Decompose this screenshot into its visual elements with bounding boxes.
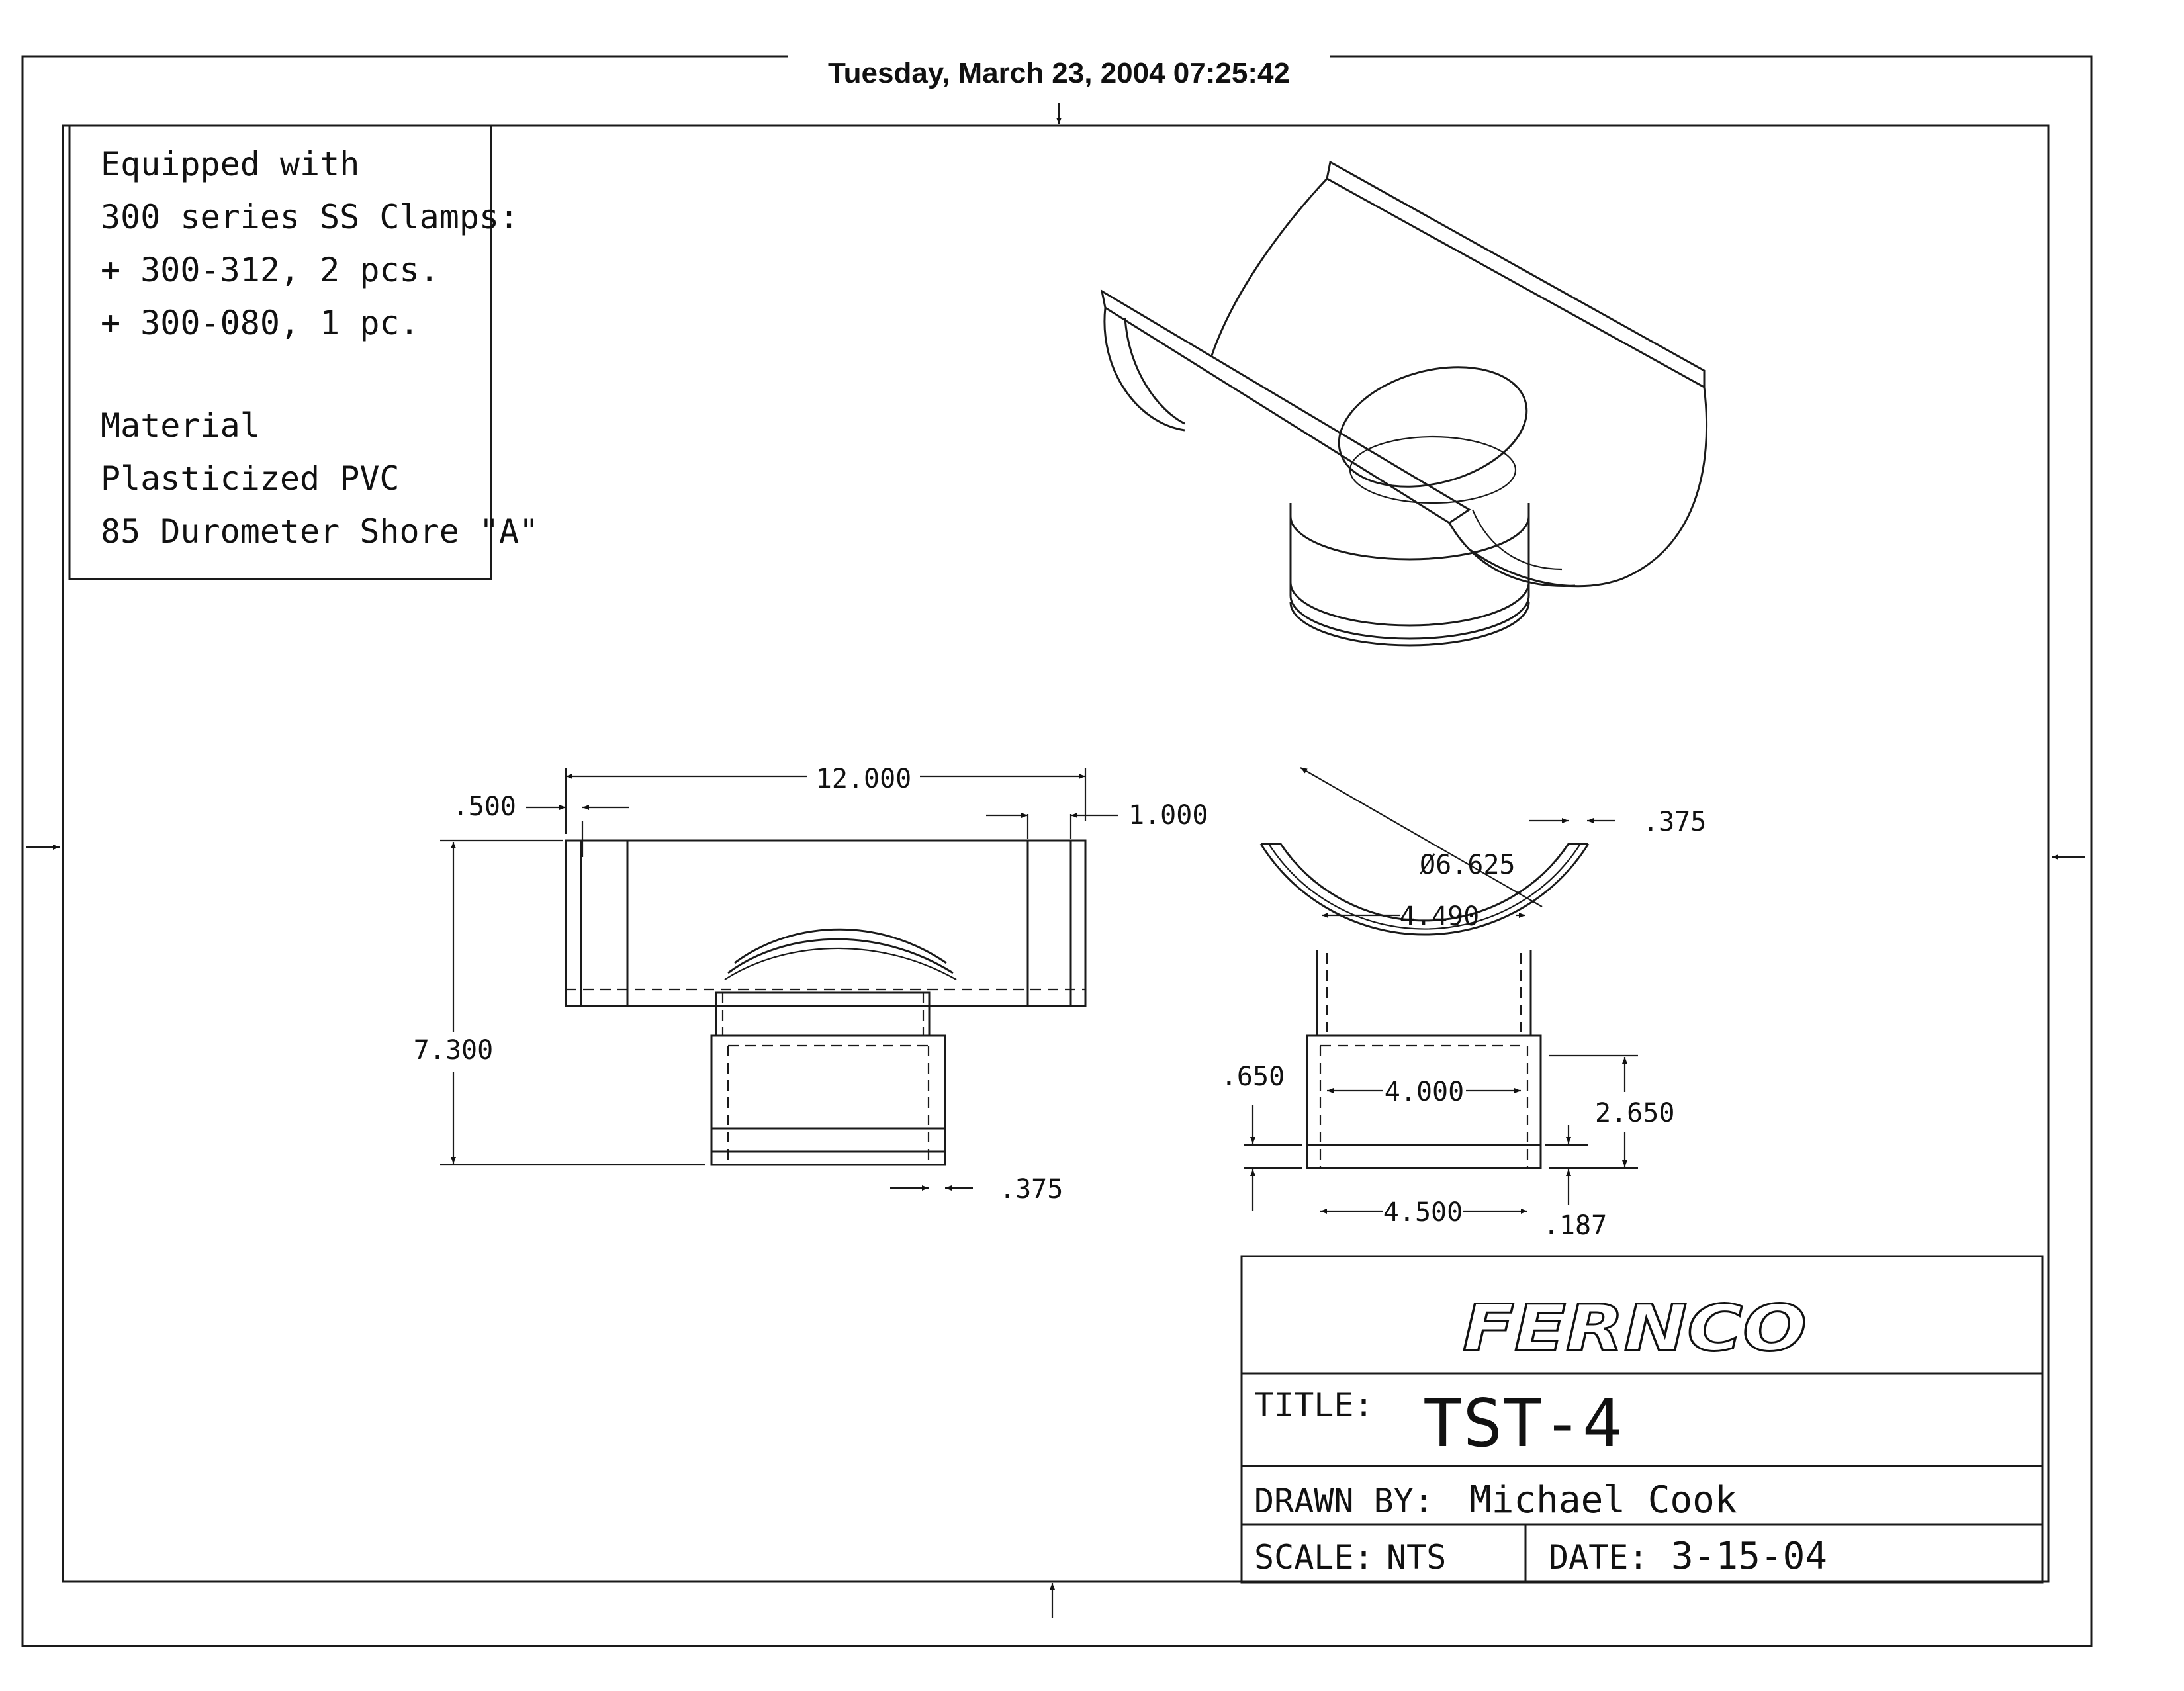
note-line: Equipped with <box>101 145 359 183</box>
front-view <box>565 839 1087 1166</box>
dim-end-band-right: 1.000 <box>1128 800 1208 831</box>
front-view-dimensions: 12.000 .500 1.000 7.300 .375 <box>414 764 1208 1205</box>
side-view <box>1259 843 1590 1169</box>
dim-height: 7.300 <box>414 1035 493 1066</box>
dim-top-band: .375 <box>1643 807 1706 837</box>
note-line: + 300-312, 2 pcs. <box>101 251 439 289</box>
dim-hub-band: .650 <box>1221 1062 1285 1092</box>
note-line: Material <box>101 406 260 445</box>
outer-border <box>21 55 2093 1647</box>
drawn-by-label: DRAWN BY: <box>1254 1482 1433 1520</box>
note-line: + 300-080, 1 pc. <box>101 304 420 342</box>
title-value: TST-4 <box>1423 1385 1622 1462</box>
isometric-view <box>1100 160 1708 647</box>
scale-label: SCALE: <box>1254 1538 1374 1577</box>
dim-inner-width: 4.490 <box>1400 901 1479 932</box>
dim-end-band: .500 <box>453 792 516 822</box>
date-label: DATE: <box>1549 1538 1649 1577</box>
title-label: TITLE: <box>1254 1386 1374 1424</box>
dim-overall-length: 12.000 <box>816 764 912 794</box>
drawn-by-value: Michael Cook <box>1469 1479 1737 1522</box>
dim-branch-height: 2.650 <box>1595 1098 1674 1128</box>
notes-box: Equipped with 300 series SS Clamps: + 30… <box>68 124 539 580</box>
print-timestamp: Tuesday, March 23, 2004 07:25:42 <box>828 57 1290 89</box>
dim-hub-outer: 4.500 <box>1383 1197 1463 1228</box>
company-logo: FERNCO <box>1463 1291 1807 1365</box>
dim-hub-inner: 4.000 <box>1385 1077 1464 1107</box>
dim-branch-band: .375 <box>999 1174 1063 1205</box>
dim-bottom-band: .187 <box>1543 1211 1607 1241</box>
side-view-dimensions: Ø6.625 .375 4.490 4.000 2.650 .650 4.500… <box>1221 767 1706 1241</box>
inner-border <box>62 124 2050 1583</box>
scale-value: NTS <box>1387 1538 1446 1577</box>
note-line: 300 series SS Clamps: <box>101 198 519 236</box>
note-line: 85 Durometer Shore "A" <box>101 512 539 551</box>
title-block: FERNCO TITLE: TST-4 DRAWN BY: Michael Co… <box>1240 1255 2044 1584</box>
center-marks <box>26 103 2085 1618</box>
date-value: 3-15-04 <box>1671 1535 1827 1578</box>
dim-diameter: Ø6.625 <box>1420 850 1516 880</box>
note-line: Plasticized PVC <box>101 459 400 498</box>
